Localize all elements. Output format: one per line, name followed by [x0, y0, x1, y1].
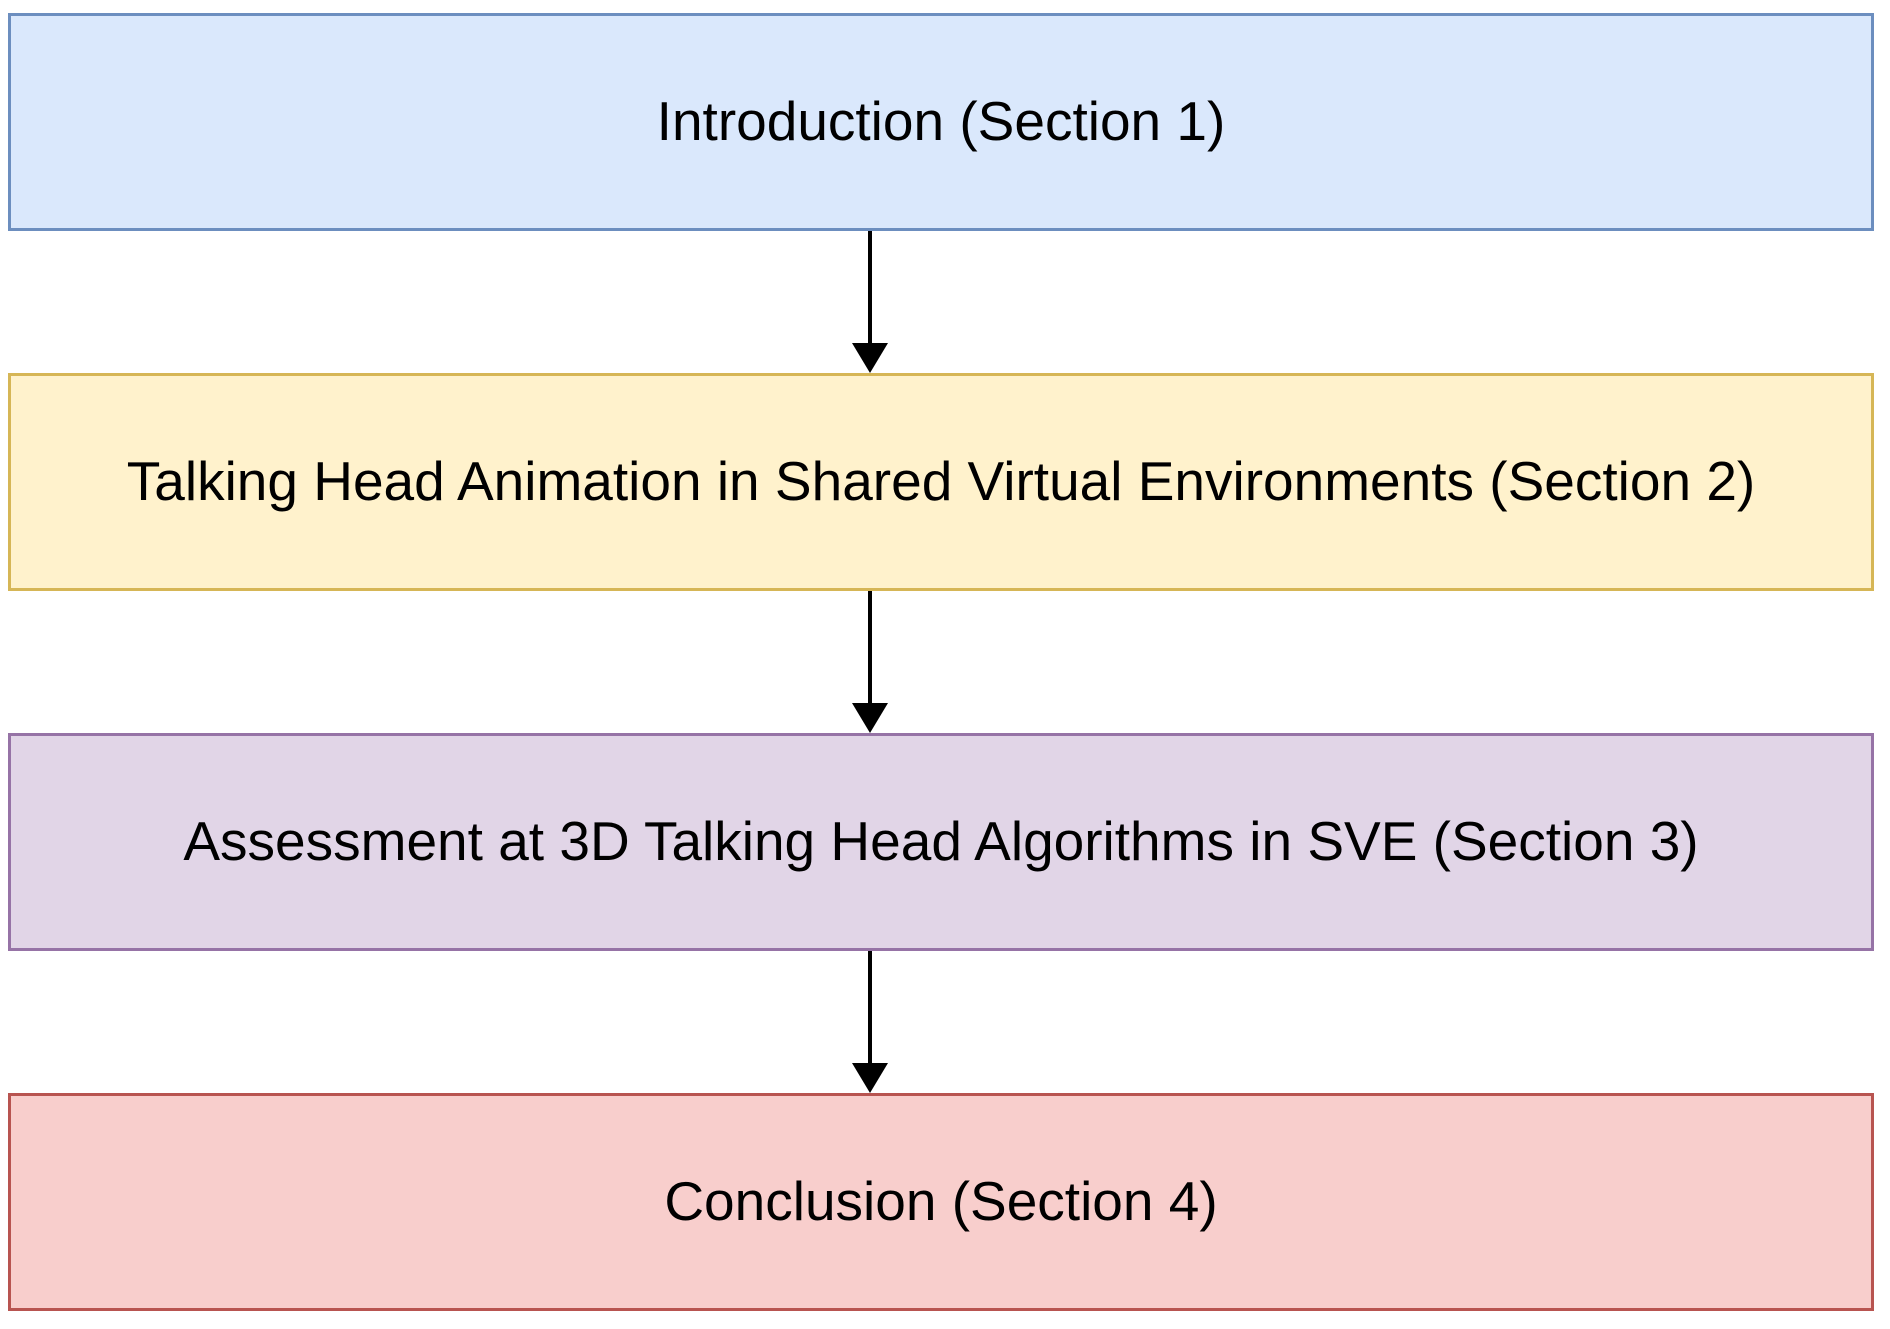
arrow-down-connector — [850, 591, 890, 733]
flow-node-label: Conclusion (Section 4) — [664, 1170, 1218, 1233]
flow-node-talking-head-animation: Talking Head Animation in Shared Virtual… — [8, 373, 1874, 591]
arrow-down-connector — [850, 951, 890, 1093]
arrow-shaft — [868, 591, 872, 703]
arrowhead-down-icon — [852, 703, 888, 733]
flow-node-label: Assessment at 3D Talking Head Algorithms… — [183, 810, 1699, 873]
flow-node-label: Introduction (Section 1) — [656, 90, 1226, 153]
arrow-down-connector — [850, 231, 890, 373]
arrowhead-down-icon — [852, 1063, 888, 1093]
flow-node-label: Talking Head Animation in Shared Virtual… — [126, 450, 1756, 513]
flow-node-introduction: Introduction (Section 1) — [8, 13, 1874, 231]
arrow-shaft — [868, 231, 872, 343]
arrow-shaft — [868, 951, 872, 1063]
flow-node-assessment: Assessment at 3D Talking Head Algorithms… — [8, 733, 1874, 951]
arrowhead-down-icon — [852, 343, 888, 373]
flow-node-conclusion: Conclusion (Section 4) — [8, 1093, 1874, 1311]
